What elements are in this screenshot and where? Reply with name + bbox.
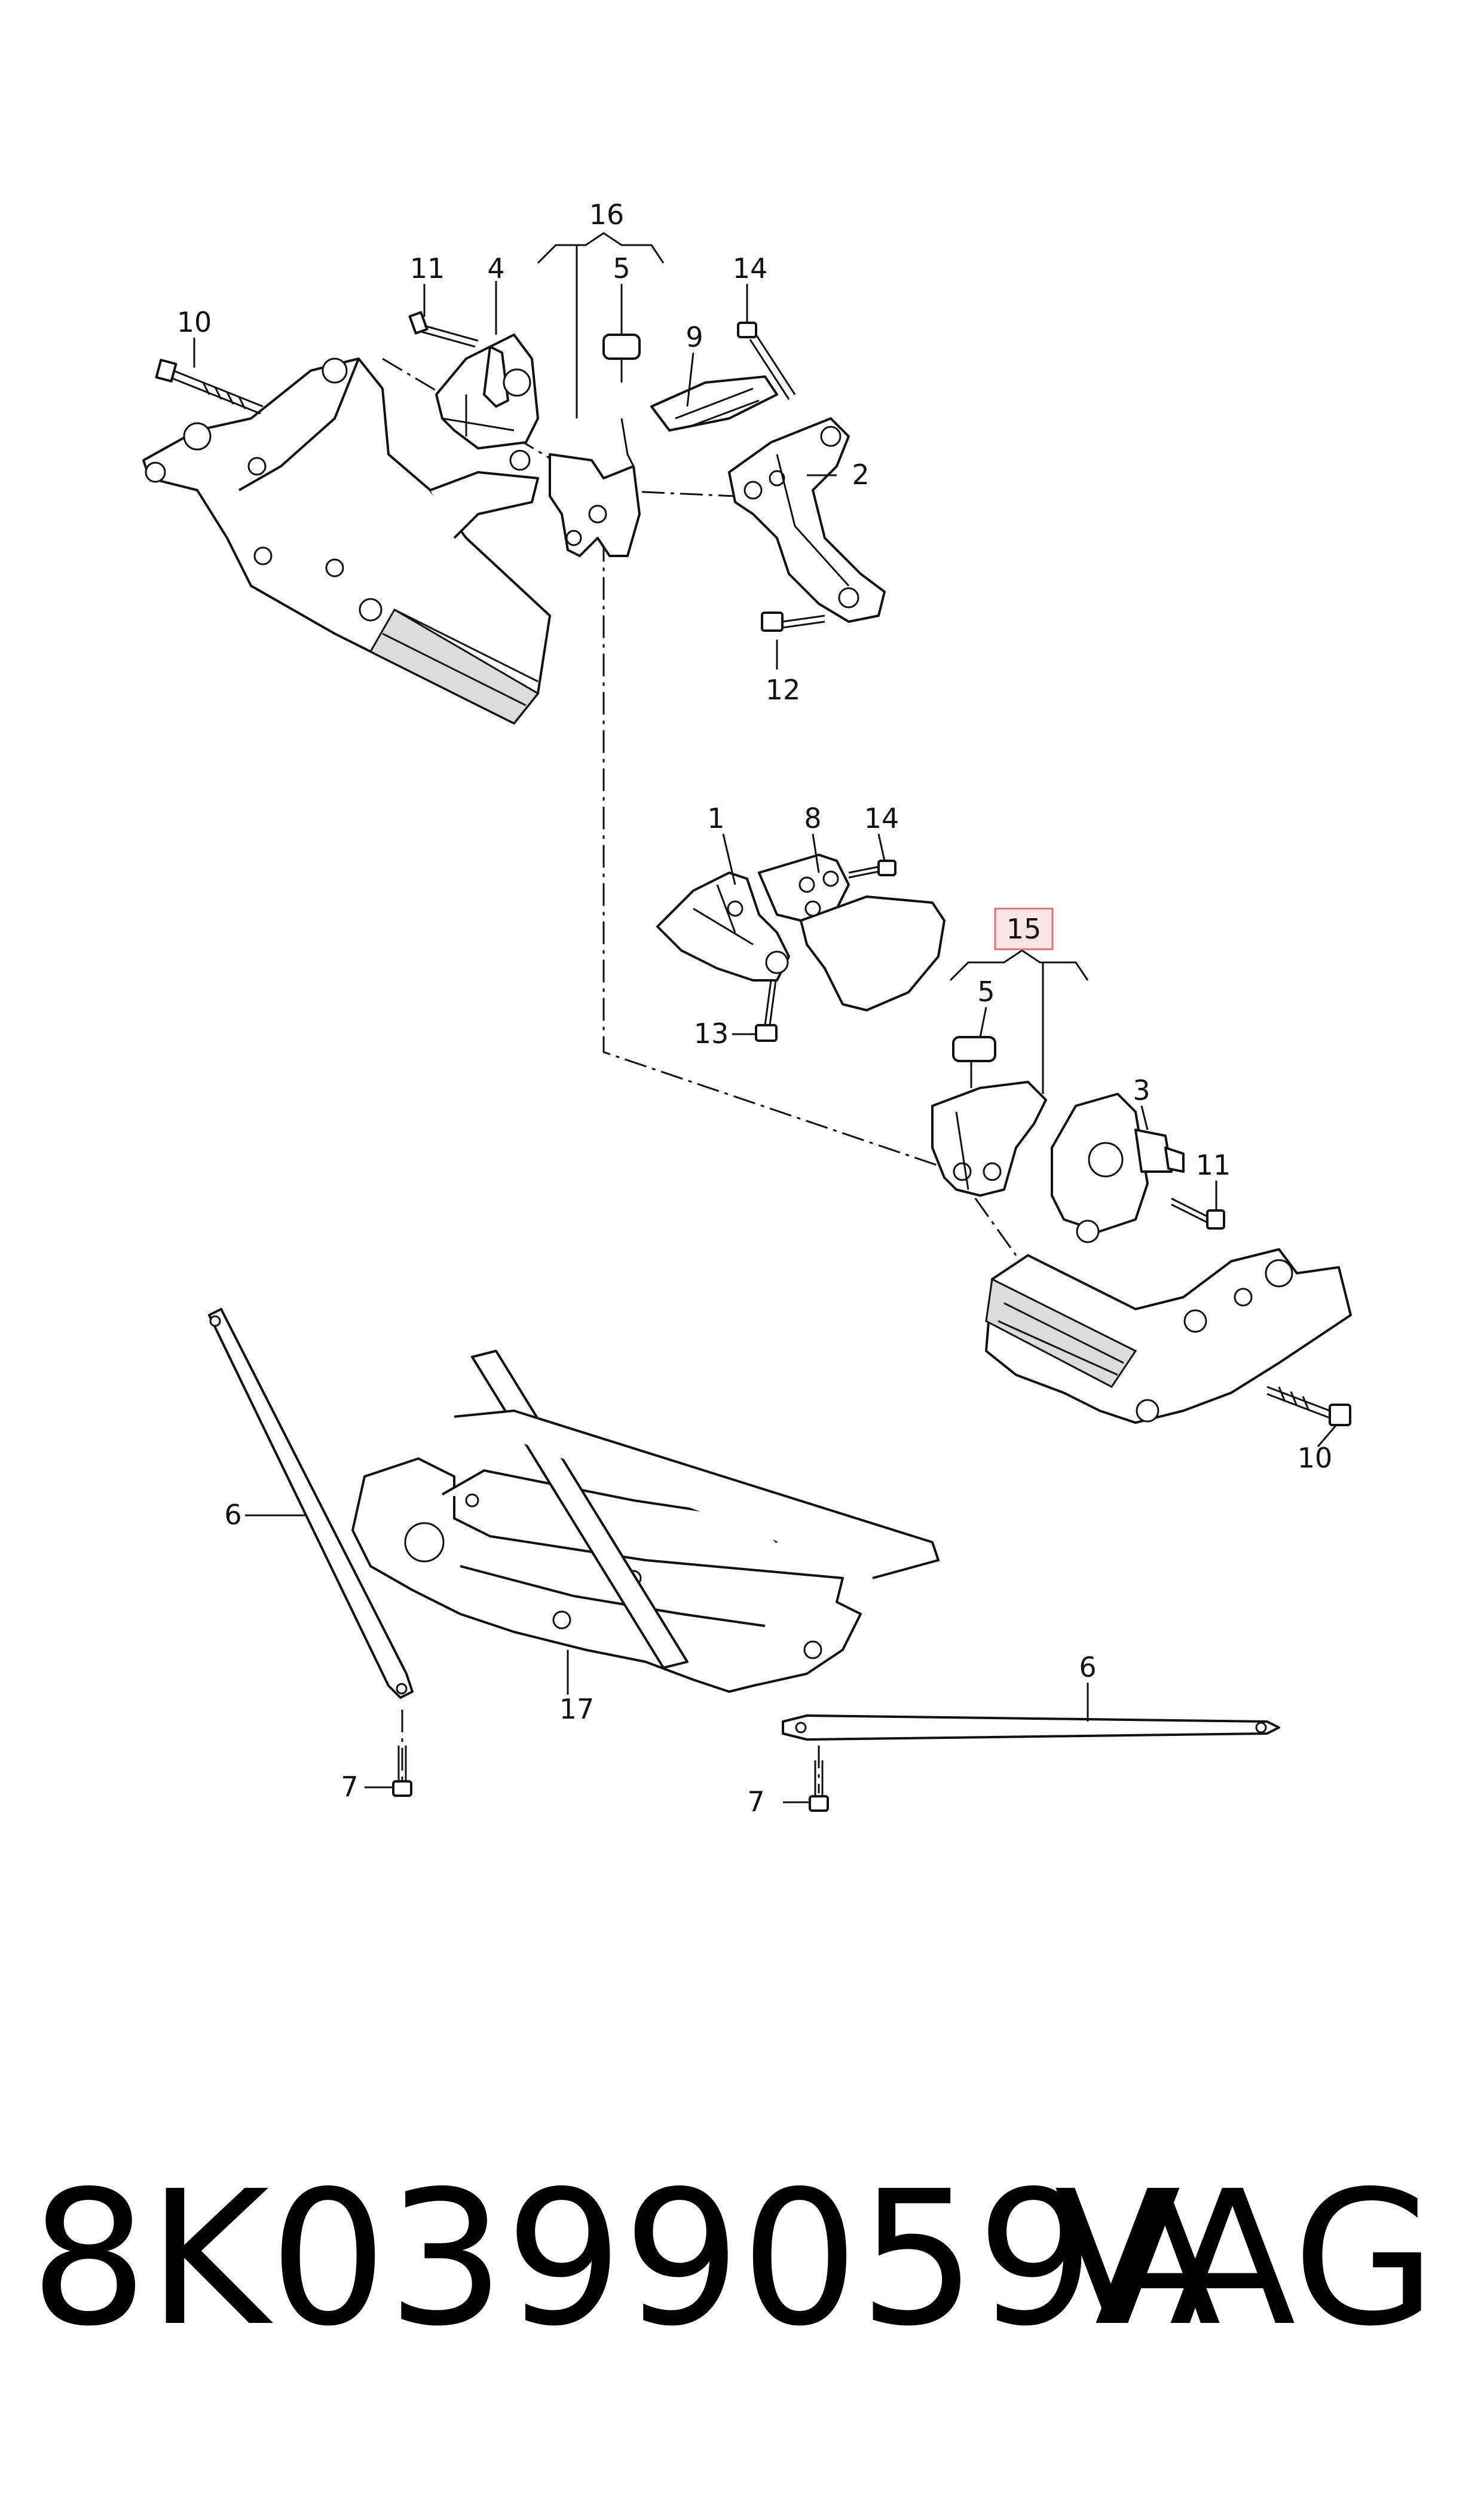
bolt-10-upper xyxy=(155,359,264,415)
bolt-11-upper xyxy=(408,311,479,348)
bracket-1 xyxy=(656,872,790,982)
transmission-bracket-2 xyxy=(728,417,886,623)
bolt-12 xyxy=(761,612,825,632)
callout-14-upper: 14 xyxy=(733,252,768,285)
callout-8: 8 xyxy=(804,802,821,834)
front-subframe-right xyxy=(985,1248,1352,1424)
callout-5-upper: 5 xyxy=(613,252,630,285)
leader-lines xyxy=(193,232,1337,1803)
callout-14-lower: 14 xyxy=(864,802,899,834)
brand-name: VAG xyxy=(1054,2151,1436,2367)
callout-11-lower: 11 xyxy=(1196,1149,1231,1181)
callout-1: 1 xyxy=(707,802,724,834)
callout-16: 16 xyxy=(589,198,625,231)
rubber-cap-5-lower xyxy=(952,1036,996,1088)
alignment-line xyxy=(382,357,1017,1256)
callout-3: 3 xyxy=(1133,1074,1150,1106)
callout-10-lower: 10 xyxy=(1298,1442,1333,1474)
heat-shield-9 xyxy=(650,375,778,432)
engine-mount-upper xyxy=(435,334,539,471)
part-number: 8K0399059A xyxy=(30,2151,1222,2367)
callout-6-left: 6 xyxy=(224,1499,241,1531)
bracket-16 xyxy=(549,418,641,557)
diagonal-strut xyxy=(454,1350,940,1669)
alignment-line-bolt7 xyxy=(401,1710,820,1793)
callout-7-right: 7 xyxy=(747,1786,764,1818)
rubber-cap-5-upper xyxy=(602,334,641,383)
bolt-7-left xyxy=(392,1745,412,1797)
engine-mount-3 xyxy=(1051,1093,1185,1243)
bolt-7-right xyxy=(809,1760,829,1812)
tie-bar-6-left xyxy=(208,1308,414,1699)
callout-labels: 1 2 3 4 5 5 6 6 7 7 8 9 10 10 11 11 12 1… xyxy=(177,198,1333,1818)
callout-13: 13 xyxy=(694,1017,729,1050)
tie-bar-6-right xyxy=(782,1714,1280,1741)
bolt-14-middle xyxy=(848,860,896,879)
callout-5-lower: 5 xyxy=(977,976,995,1008)
bolt-10-lower xyxy=(1266,1386,1351,1426)
callout-4: 4 xyxy=(487,252,504,285)
callout-6-right: 6 xyxy=(1079,1651,1096,1683)
callout-11-upper: 11 xyxy=(410,252,445,285)
callout-17: 17 xyxy=(559,1693,595,1725)
callout-7-left: 7 xyxy=(341,1771,358,1803)
callout-9: 9 xyxy=(686,321,703,353)
callout-2: 2 xyxy=(852,458,869,491)
bolt-13 xyxy=(755,980,778,1042)
bracket-15 xyxy=(931,1081,1047,1197)
callout-12: 12 xyxy=(766,674,801,706)
highlight-box-15 xyxy=(994,907,1054,950)
callout-15: 15 xyxy=(1006,913,1042,945)
front-subframe-left xyxy=(142,357,551,724)
callout-10-upper: 10 xyxy=(177,306,212,338)
heat-shield-8 xyxy=(758,854,946,1011)
